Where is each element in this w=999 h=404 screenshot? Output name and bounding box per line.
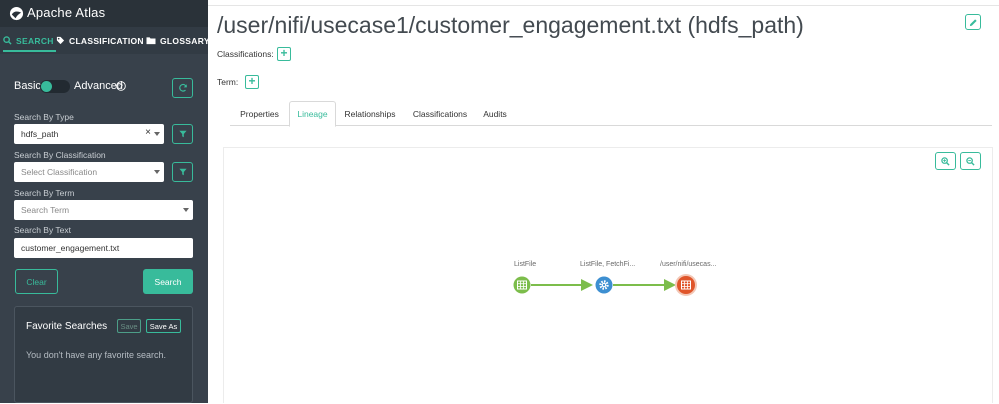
edit-entity-button[interactable] (965, 14, 981, 30)
table-icon (681, 280, 691, 290)
zoom-in-icon (941, 156, 950, 166)
favorite-searches-title: Favorite Searches (26, 321, 108, 332)
entity-title: /user/nifi/usecase1/customer_engagement.… (217, 12, 804, 38)
refresh-button[interactable] (172, 78, 193, 98)
tab-classifications[interactable]: Classifications (412, 108, 468, 119)
lineage-node-label: ListFile (514, 261, 537, 268)
atlas-logo-icon (9, 6, 24, 21)
search-icon (3, 36, 12, 45)
classifications-label: Classifications: (217, 49, 274, 59)
table-icon (517, 280, 527, 290)
filter-icon (178, 168, 187, 176)
gear-icon (599, 280, 609, 290)
zoom-in-button[interactable] (935, 152, 956, 170)
chevron-down-icon (154, 132, 160, 136)
clear-type-icon[interactable]: × (145, 127, 151, 138)
app-title: Apache Atlas (27, 5, 106, 20)
classification-filter-button[interactable] (172, 162, 193, 182)
lineage-node-label: /user/nifi/usecas... (660, 261, 717, 268)
folder-icon (146, 37, 156, 45)
nav-tab-classification[interactable]: CLASSIFICATION (56, 27, 144, 54)
lineage-node-process[interactable] (595, 276, 613, 294)
sidebar: Apache Atlas SEARCH CLASSIFICATION GLOSS… (0, 0, 210, 403)
classification-select[interactable]: Select Classification (14, 162, 164, 182)
term-label: Term: (217, 77, 239, 87)
tab-relationships[interactable]: Relationships (344, 108, 396, 119)
favorite-save-button[interactable]: Save (117, 319, 141, 333)
nav-tab-glossary-label: GLOSSARY (160, 35, 210, 46)
tab-lineage[interactable]: Lineage (289, 101, 336, 127)
zoom-out-button[interactable] (960, 152, 981, 170)
nav-tab-search-label: SEARCH (16, 35, 54, 46)
favorite-searches-panel: Favorite Searches Save Save As You don't… (14, 306, 193, 403)
sidebar-nav: SEARCH CLASSIFICATION GLOSSARY (0, 27, 210, 54)
refresh-icon (178, 83, 187, 92)
chevron-down-icon (154, 170, 160, 174)
favorite-empty-message: You don't have any favorite search. (26, 350, 166, 360)
filter-icon (178, 130, 187, 138)
nav-tab-glossary[interactable]: GLOSSARY (146, 27, 210, 54)
lineage-arrowhead (664, 279, 676, 291)
lineage-node-current[interactable] (675, 274, 697, 296)
clear-button[interactable]: Clear (15, 269, 58, 294)
search-by-type-label: Search By Type (14, 112, 74, 122)
toggle-knob (41, 81, 52, 92)
svg-text:?: ? (119, 83, 123, 90)
advanced-mode-label: Advanced (74, 80, 123, 92)
add-classification-button[interactable]: + (277, 47, 291, 61)
help-icon[interactable]: ? (116, 81, 126, 91)
entity-tabs: Properties Lineage Relationships Classif… (230, 101, 992, 127)
plus-icon: + (248, 74, 256, 88)
type-select[interactable]: hdfs_path × (14, 124, 164, 144)
type-filter-button[interactable] (172, 124, 193, 144)
pencil-icon (969, 18, 977, 26)
lineage-graph-panel: ListFile ListFile, FetchFi... /user/nifi… (223, 147, 993, 403)
search-text-input[interactable] (14, 238, 193, 258)
brand-bar: Apache Atlas (0, 0, 208, 27)
search-by-term-label: Search By Term (14, 188, 75, 198)
tag-icon (56, 36, 65, 45)
term-select[interactable]: Search Term (14, 200, 193, 220)
add-term-button[interactable]: + (245, 75, 259, 89)
basic-mode-label: Basic (14, 80, 41, 92)
lineage-node-label: ListFile, FetchFi... (580, 261, 636, 268)
lineage-node-listfile[interactable] (513, 276, 531, 294)
nav-tab-classification-label: CLASSIFICATION (69, 35, 144, 46)
term-select-placeholder: Search Term (21, 205, 70, 215)
basic-advanced-toggle[interactable] (40, 80, 70, 93)
zoom-out-icon (966, 156, 975, 166)
header-divider (208, 5, 999, 6)
lineage-graph (513, 274, 697, 296)
tab-audits[interactable]: Audits (483, 108, 507, 119)
search-button[interactable]: Search (143, 269, 193, 294)
search-by-text-label: Search By Text (14, 225, 72, 235)
nav-tab-search[interactable]: SEARCH (3, 27, 56, 54)
tab-properties[interactable]: Properties (240, 108, 279, 119)
type-select-value: hdfs_path (21, 129, 59, 139)
search-by-classification-label: Search By Classification (14, 150, 106, 160)
chevron-down-icon (183, 208, 189, 212)
lineage-arrowhead (581, 279, 593, 291)
favorite-save-as-button[interactable]: Save As (146, 319, 181, 333)
plus-icon: + (280, 46, 288, 60)
classification-select-placeholder: Select Classification (21, 167, 98, 177)
